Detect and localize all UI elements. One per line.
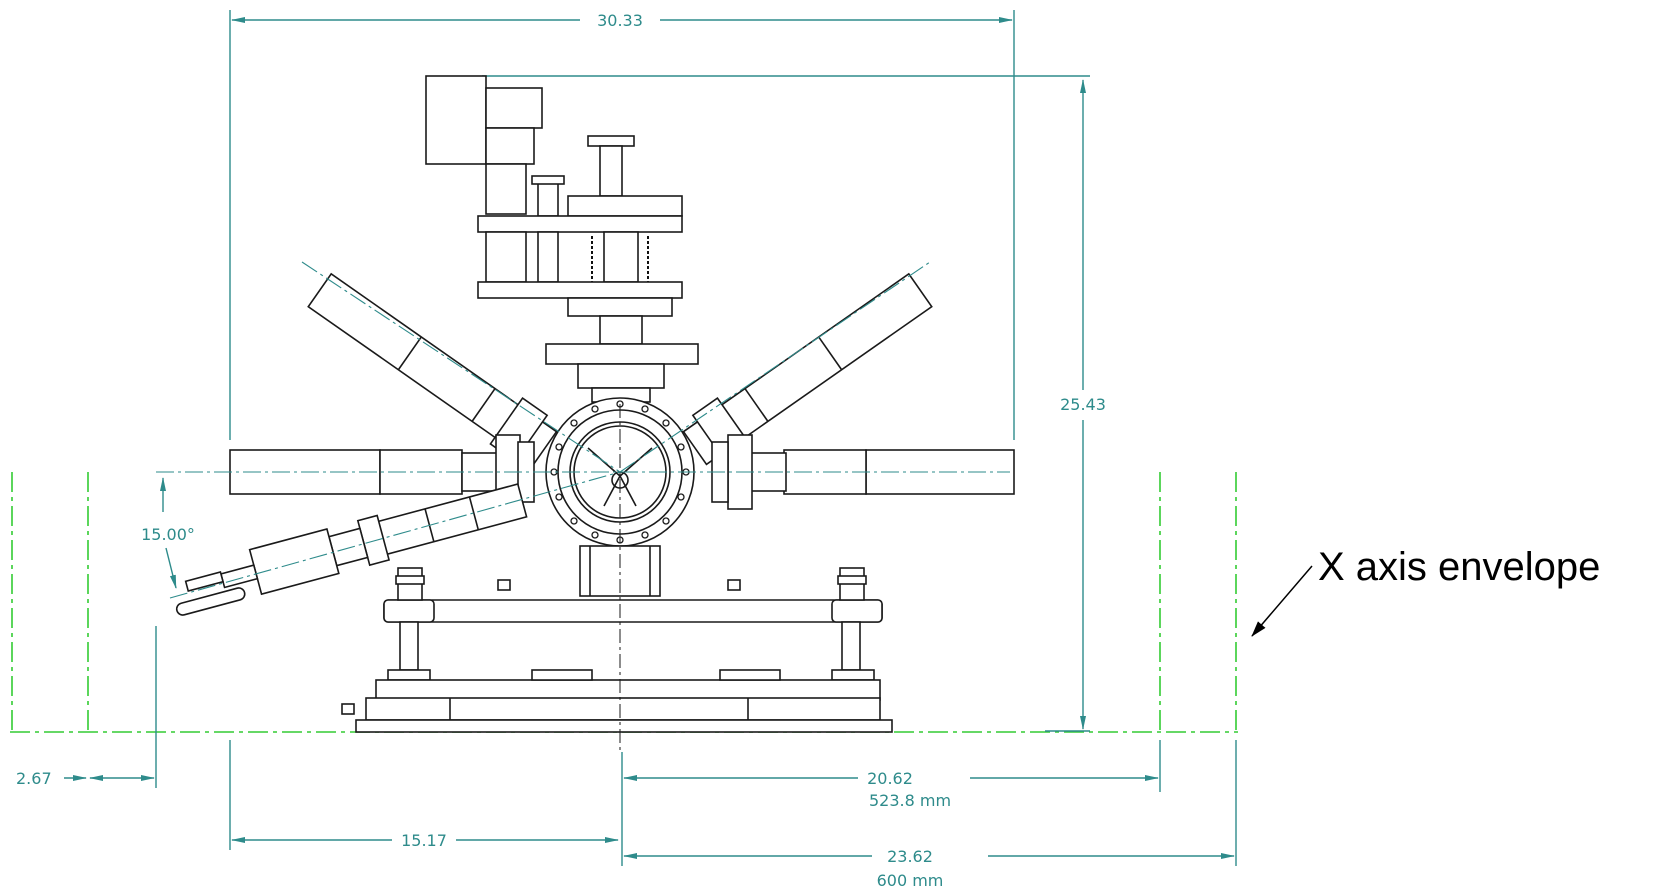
dimension-25-43: 25.43 — [1060, 79, 1106, 730]
dim-left-offset: 2.67 — [16, 769, 52, 788]
x-axis-envelope-callout: X axis envelope — [1251, 545, 1600, 637]
dim-left-half: 15.17 — [401, 831, 447, 850]
dim-envelope-outer-mm: 600 mm — [877, 871, 944, 890]
dimension-angle: 15.00° — [141, 477, 195, 589]
dimension-20-62: 20.62 523.8 mm — [621, 740, 1161, 866]
dim-envelope-half-mm: 523.8 mm — [869, 791, 951, 810]
dim-height: 25.43 — [1060, 395, 1106, 414]
dimension-23-62: 23.62 600 mm — [623, 740, 1237, 890]
right-upper-arm — [682, 272, 933, 466]
flange-bolts — [550, 400, 690, 544]
tilted-source-arm — [175, 483, 528, 616]
dimension-2-67: 2.67 — [16, 626, 157, 788]
dimension-30-33: 30.33 — [231, 11, 1013, 30]
machine-assembly — [156, 10, 1090, 752]
dim-envelope-half-in: 20.62 — [867, 769, 913, 788]
dim-overall-width: 30.33 — [597, 11, 643, 30]
dim-angle: 15.00° — [141, 525, 195, 544]
dimension-15-17: 15.17 — [229, 740, 619, 850]
callout-label: X axis envelope — [1318, 545, 1600, 589]
dim-envelope-outer-in: 23.62 — [887, 847, 933, 866]
